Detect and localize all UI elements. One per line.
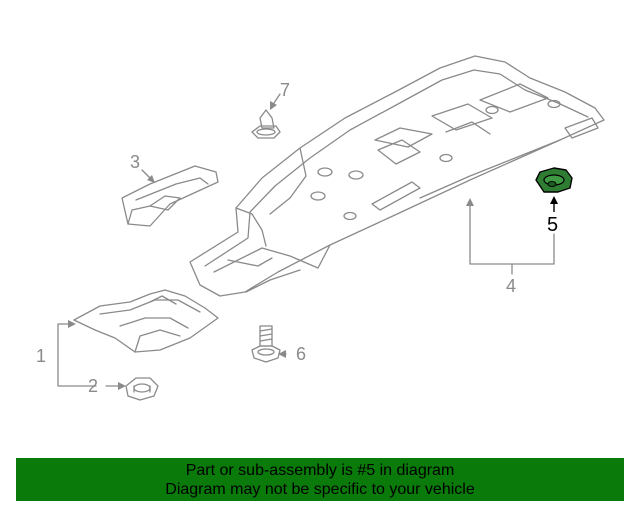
banner-line-1: Part or sub-assembly is #5 in diagram (185, 462, 455, 479)
info-banner: Part or sub-assembly is #5 in diagram Di… (16, 458, 624, 501)
clip-part-7 (251, 109, 281, 139)
callout-2: 2 (88, 376, 98, 396)
small-shield-bracket (121, 165, 219, 227)
leader-lines (57, 93, 555, 387)
callout-7: 7 (280, 80, 290, 100)
highlighted-nut-part-5[interactable] (535, 167, 573, 212)
callout-6: 6 (296, 344, 306, 364)
front-shield (73, 289, 219, 353)
callout-5: 5 (547, 214, 558, 236)
underbody-shield (189, 55, 605, 297)
callout-3: 3 (130, 152, 140, 172)
banner-line-2: Diagram may not be specific to your vehi… (165, 481, 475, 498)
leader-arrowheads (68, 101, 474, 390)
bolt-part-6 (251, 325, 281, 363)
callout-1: 1 (36, 346, 46, 366)
callout-4: 4 (506, 276, 516, 296)
flange-nut-part-2 (125, 377, 159, 401)
